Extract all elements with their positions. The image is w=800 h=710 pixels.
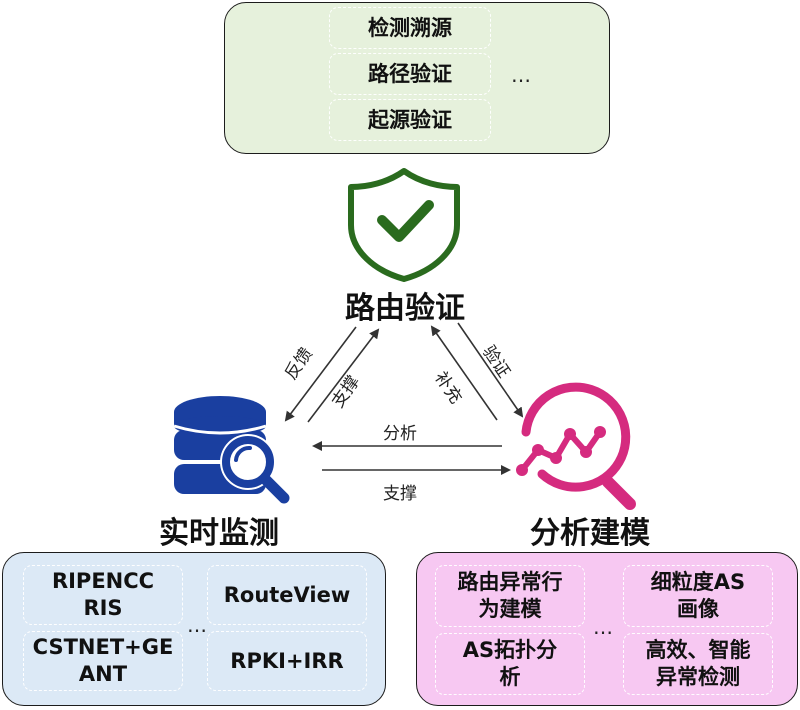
- center-title: 路由验证: [345, 291, 465, 326]
- arrow-right-up: [430, 325, 498, 421]
- right-item-2: AS拓扑分 析: [435, 633, 585, 695]
- top-ellipsis: …: [511, 63, 531, 87]
- left-item-2: CSTNET+GE ANT: [23, 631, 183, 691]
- edge-label-bottom-left: 分析: [383, 424, 417, 444]
- right-item-0: 路由异常行 为建模: [435, 565, 585, 627]
- right-node-title: 分析建模: [530, 516, 650, 551]
- left-item-0: RIPENCC RIS: [23, 565, 183, 625]
- top-item-1: 路径验证: [329, 53, 491, 95]
- top-panel: 检测溯源 路径验证 起源验证 …: [224, 2, 610, 154]
- left-item-1: RouteView: [207, 565, 367, 625]
- left-item-3: RPKI+IRR: [207, 631, 367, 691]
- database-search-icon: [173, 396, 290, 504]
- arrow-left-down: [284, 326, 357, 422]
- left-node-title: 实时监测: [159, 516, 279, 551]
- top-item-0: 检测溯源: [329, 7, 491, 49]
- left-ellipsis: …: [187, 613, 207, 637]
- edge-label-bottom-right: 支撑: [383, 484, 417, 504]
- arrow-left-up: [307, 328, 380, 423]
- left-panel: RIPENCC RIS RouteView CSTNET+GE ANT RPKI…: [2, 552, 386, 706]
- right-item-3: 高效、智能 异常检测: [623, 633, 773, 695]
- right-item-1: 细粒度AS 画像: [623, 565, 773, 627]
- analytics-search-icon: [516, 382, 636, 510]
- top-item-2: 起源验证: [329, 99, 491, 141]
- right-ellipsis: …: [593, 615, 613, 639]
- right-panel: 路由异常行 为建模 细粒度AS 画像 AS拓扑分 析 高效、智能 异常检测 …: [416, 552, 798, 706]
- arrow-right-down: [457, 322, 524, 418]
- shield-check-icon: [348, 168, 460, 282]
